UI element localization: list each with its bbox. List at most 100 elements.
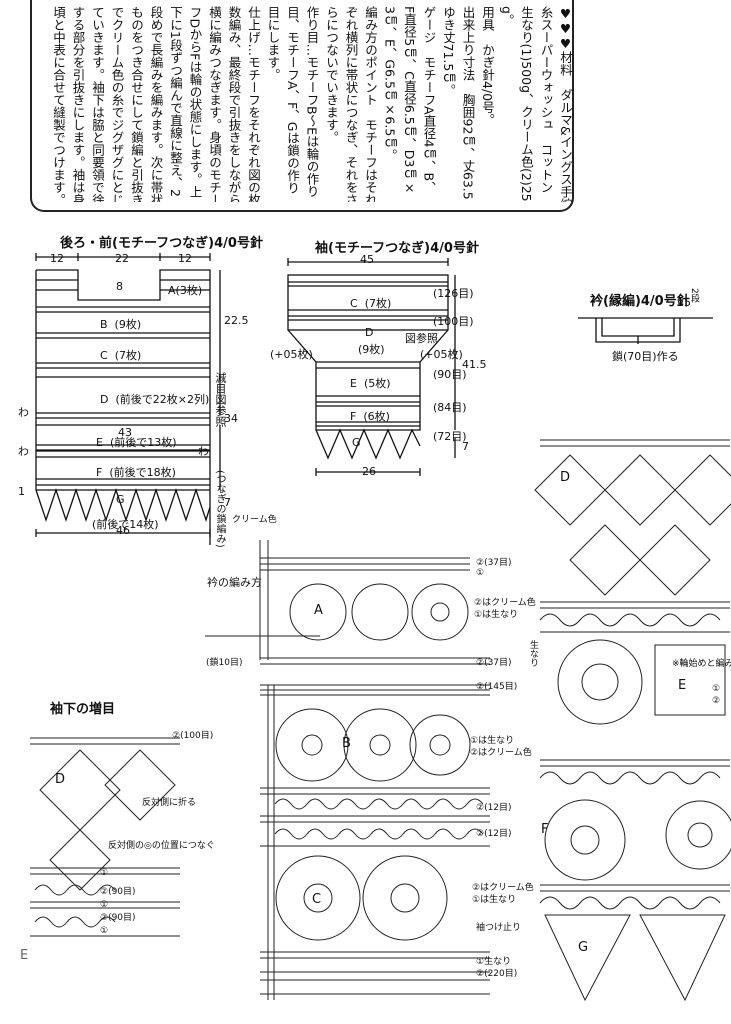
materials-column: 編み方のポイント モチーフはそれ — [363, 6, 378, 202]
row-label: E — [350, 377, 357, 390]
center-stitch-chart — [205, 540, 490, 1000]
materials-column: 出来上り寸法 胸囲92㎝、丈63.5㎝、 — [460, 6, 476, 202]
materials-column: 頃と中表に合せて縫製でつけます。 — [51, 6, 66, 202]
materials-column: 横に編みつなぎます。身頃のモチー — [207, 6, 222, 202]
materials-column: 数編み、最終段で引抜きをしながら — [226, 6, 242, 202]
row-label: F — [96, 466, 103, 479]
row-37-bottom: ②(37目) — [476, 658, 512, 668]
materials-column: 仕上げ…モチーフをそれぞれ図の枚 — [246, 6, 261, 202]
chart-motif-g: G — [578, 940, 589, 955]
sleeve-row-f: F (6枚) — [350, 408, 390, 424]
chart-motif-d: D — [560, 470, 571, 485]
body-dim-left: 12 — [50, 252, 64, 265]
materials-column: 生なり(1)500g、クリーム色(2)250 — [519, 6, 534, 202]
sleeve-top-width: 45 — [360, 253, 374, 266]
row-label: F — [350, 410, 357, 423]
materials-column: 3㎝、E、G6.5㎝×6.5㎝。 — [382, 6, 398, 162]
sleeve-count-72: (72目) — [433, 430, 467, 443]
body-row-g: G — [116, 493, 125, 506]
sleeve-inc-right: (+05枚) — [420, 348, 463, 361]
inc-note-fold: 反対側に折る — [142, 798, 197, 808]
row-note: (前後で22枚×2列) — [115, 393, 210, 406]
inc-row-90a: ②(90目) — [100, 887, 136, 897]
row-37-top: ②(37目) — [476, 558, 512, 568]
collar-chain: 鎖(70目)作る — [612, 350, 679, 363]
body-dim-34: 34 — [224, 412, 238, 425]
inc-row-100: ②(100目) — [172, 731, 214, 741]
row-220: ②(220目) — [476, 969, 518, 979]
right-stitch-chart — [534, 439, 731, 1002]
row-note: (前後で13枚) — [109, 436, 177, 449]
body-dim-225: 22.5 — [224, 314, 249, 327]
inc-note-join: 反対側の◎の位置につなぐ — [108, 841, 215, 851]
inc-row-1a: ① — [100, 868, 109, 878]
materials-column: ゆき丈71.5㎝。 — [441, 6, 456, 97]
body-row-c: C (7枚) — [100, 347, 141, 363]
chart-motif-f: F — [541, 822, 549, 837]
materials-column: フDからFは輪の状態にします。上 — [187, 6, 203, 198]
row-label: E — [96, 436, 103, 449]
sleeve-row-d: D — [365, 326, 374, 339]
inc-motif-e: E — [20, 948, 29, 963]
row-label: D — [100, 393, 109, 406]
materials-column: g。 — [499, 6, 515, 27]
row-note: (6枚) — [363, 410, 390, 423]
sleeve-row-g: G — [352, 436, 361, 449]
row-note: (9枚) — [114, 318, 142, 331]
body-row-e: E (前後で13枚) — [96, 434, 177, 450]
row-label: A — [168, 284, 176, 297]
body-width-43: 43 — [118, 426, 132, 439]
materials-column: 用具 かぎ針4/0号。 — [480, 6, 495, 127]
legend-a2: ①は生なり — [474, 610, 519, 620]
chart-motif-c: C — [312, 892, 322, 907]
row-1-raw: ①生なり — [476, 957, 512, 967]
sleeve-dim-415: 41.5 — [462, 358, 487, 371]
collar-height: 15 — [677, 296, 691, 309]
sleeve-diagram-title: 袖(モチーフつなぎ)4/0号針 — [315, 241, 479, 256]
inc-row-1b: ① — [100, 900, 109, 910]
chart-motif-b: B — [342, 736, 351, 751]
body-dim-center: 22 — [115, 252, 129, 265]
body-row-a: A(3枚) — [168, 282, 202, 298]
sleeve-inc-title: 袖下の増目 — [50, 702, 116, 717]
materials-column: ゲージ モチーフA直径4㎝、B、 — [421, 6, 437, 194]
sleeve-fig-ref: 図参照 — [405, 332, 438, 345]
body-schematic — [35, 253, 221, 545]
row-chain-10: (鎖10目) — [206, 658, 243, 668]
body-row-f: F (前後で18枚) — [96, 464, 176, 480]
row-12b: ②(12目) — [476, 829, 512, 839]
body-side-note: 減目図参照 — [214, 372, 227, 427]
row-note: (3枚) — [175, 284, 203, 297]
sleeve-inc-chart — [30, 737, 180, 937]
sleeve-count-84: (84目) — [433, 401, 467, 414]
sleeve-bottom-width: 26 — [362, 465, 376, 478]
inc-motif-d: D — [55, 772, 66, 787]
body-row-b: B (9枚) — [100, 316, 141, 332]
body-diagram-title: 後ろ・前(モチーフつなぎ)4/0号針 — [60, 236, 263, 251]
legend-c1: ②はクリーム色 — [472, 883, 534, 893]
body-row-d: D (前後で22枚×2列) — [100, 391, 209, 407]
materials-column: でクリーム色の糸でジグザグにとじ — [109, 6, 125, 202]
row-label: B — [100, 318, 108, 331]
body-left-1: 1 — [18, 485, 25, 498]
materials-column: する部分を引抜きにします。袖は身 — [70, 6, 86, 202]
cream-label: クリーム色 — [232, 515, 277, 525]
row-note: (5枚) — [363, 377, 391, 390]
chart-wa-note: ※輪始めと編み — [672, 659, 731, 669]
chart-motif-e: E — [678, 678, 687, 693]
sleeve-count-100: (100目) — [433, 315, 474, 328]
sleeve-join-stop: 袖つけ止り — [476, 923, 522, 933]
sleeve-schematic — [287, 258, 456, 476]
materials-box — [30, 0, 574, 212]
body-width-46: 46 — [116, 524, 130, 537]
row-note: (7枚) — [114, 349, 142, 362]
row-label: C — [350, 297, 358, 310]
chart-side-note: 生なり — [528, 640, 538, 667]
materials-column: 下に1段ずつ編んで直線に整え、2 — [168, 6, 183, 197]
body-dim-right: 12 — [178, 252, 192, 265]
materials-column: ぞれ横列に帯状につなぎ、それをさ — [343, 6, 359, 202]
body-wa-left-2: わ — [18, 445, 29, 458]
body-neck-depth: 8 — [116, 280, 123, 293]
inc-row-90b: ②(90目) — [100, 913, 136, 923]
materials-column: 作り目…モチーフB〜Eは輪の作り — [304, 6, 320, 198]
